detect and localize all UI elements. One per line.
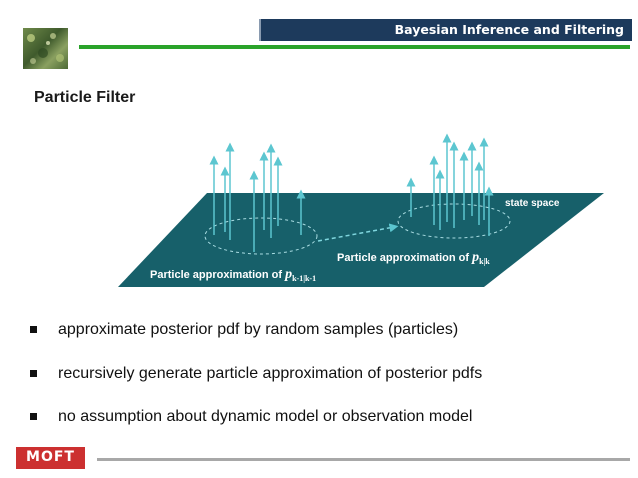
curr-particle-cloud (397, 203, 511, 239)
bullet-square-icon (30, 370, 37, 377)
prev-approx-symbol: p (284, 267, 292, 282)
footer-divider (97, 458, 630, 461)
prev-particles (209, 142, 306, 252)
bullet-text: recursively generate particle approximat… (58, 365, 483, 382)
header-banner: Bayesian Inference and Filtering (259, 19, 632, 41)
curr-approx-label: Particle approximation of pk|k (337, 250, 490, 266)
state-space-label: state space (505, 198, 560, 209)
bullet-text: no assumption about dynamic model or obs… (58, 408, 473, 425)
curr-particles (406, 133, 494, 236)
bullet-text: approximate posterior pdf by random samp… (58, 321, 459, 338)
slide-title: Particle Filter (34, 89, 136, 106)
curr-approx-symbol: p (471, 250, 479, 265)
prev-particle-cloud (204, 217, 318, 255)
header-divider (79, 45, 630, 49)
transition-arrow (317, 223, 399, 242)
logo-image (23, 28, 68, 69)
bullet-square-icon (30, 413, 37, 420)
prev-approx-label: Particle approximation of pk-1|k-1 (150, 267, 316, 283)
prev-approx-subscript: k-1|k-1 (292, 274, 316, 283)
curr-approx-subscript: k|k (479, 257, 490, 266)
state-space-plane (118, 193, 604, 287)
footer-badge-text: MOFT (26, 449, 75, 465)
footer-badge: MOFT (16, 447, 85, 469)
header-title: Bayesian Inference and Filtering (394, 22, 624, 37)
prev-approx-text: Particle approximation of (150, 269, 285, 281)
curr-approx-text: Particle approximation of (337, 252, 472, 264)
bullet-square-icon (30, 326, 37, 333)
